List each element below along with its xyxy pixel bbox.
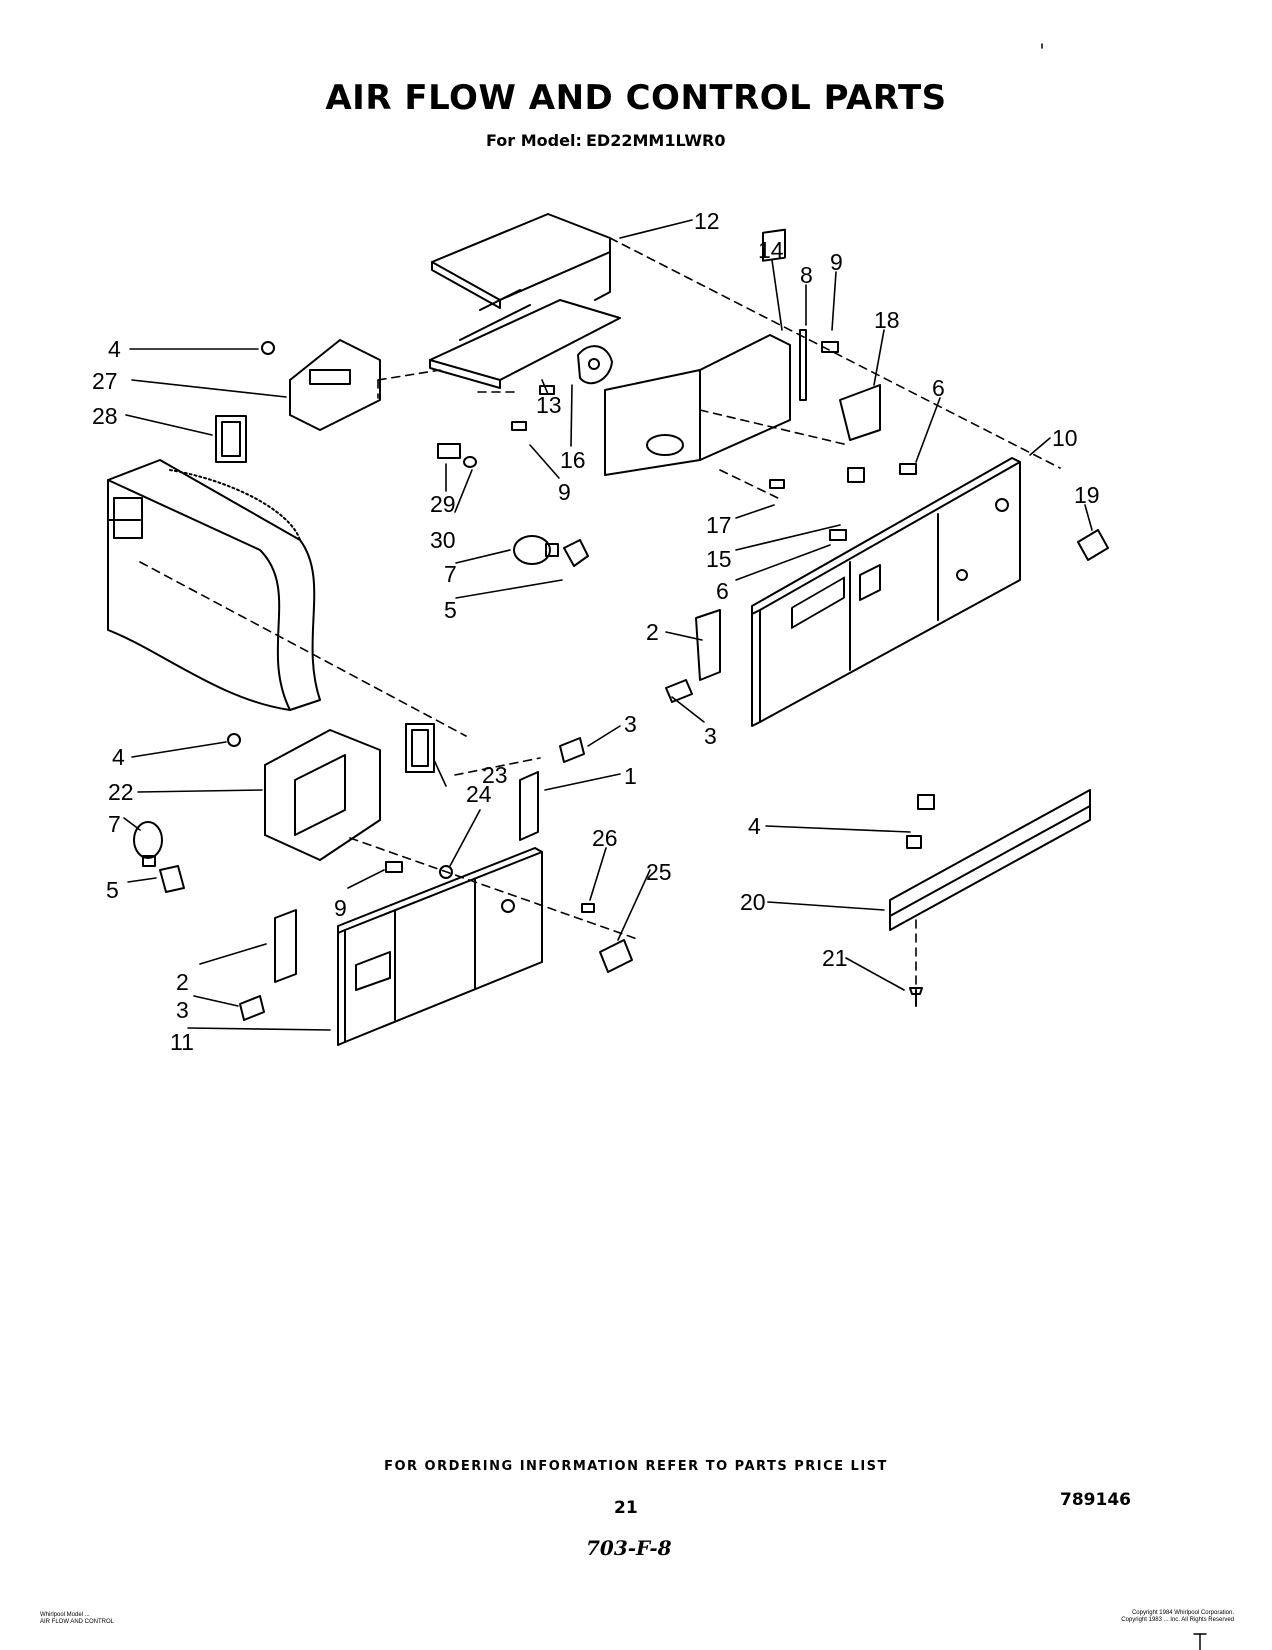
callout-4-upper: 4 (108, 336, 121, 362)
callout-20: 20 (740, 889, 766, 915)
callout-30: 30 (430, 527, 456, 553)
callout-10: 10 (1052, 425, 1078, 451)
footer-left-line-1: Whirlpool Model ... (40, 1612, 90, 1618)
callout-6-lower: 6 (716, 578, 729, 604)
callout-4-left: 4 (112, 744, 125, 770)
callout-15: 15 (706, 546, 732, 572)
small-hardware (227, 329, 1109, 1021)
bulb-lower (133, 821, 185, 893)
footer-copyright: Copyright 1984 Whirlpool Corporation. Co… (1024, 1610, 1234, 1624)
callout-3-right: 3 (704, 723, 717, 749)
callout-6-upper: 6 (932, 375, 945, 401)
callout-2-lower: 2 (176, 969, 189, 995)
page-title: AIR FLOW AND CONTROL PARTS (325, 78, 947, 118)
callout-9-lower: 9 (334, 895, 347, 921)
air-duct-cover (429, 213, 621, 389)
callout-19: 19 (1074, 482, 1100, 508)
callout-13: 13 (536, 392, 562, 418)
callout-9-upper: 9 (830, 249, 843, 275)
callout-26: 26 (592, 825, 618, 851)
callout-2-upper: 2 (646, 619, 659, 645)
assembly-guide-lines (139, 237, 1061, 986)
cabinet-liner-section (107, 459, 321, 711)
control-panel-upper (751, 457, 1021, 727)
callout-3-lower: 3 (176, 997, 189, 1023)
light-housing-upper (289, 339, 381, 431)
scan-marks (1041, 43, 1207, 1650)
gasket-23 (405, 723, 435, 773)
footer-right-line-2: Copyright 1983 ... Inc. All Rights Reser… (1121, 1617, 1234, 1623)
callout-23: 23 (482, 762, 508, 788)
callout-12: 12 (694, 208, 720, 234)
bulb-upper (513, 535, 589, 567)
ordering-note: FOR ORDERING INFORMATION REFER TO PARTS … (384, 1459, 888, 1474)
handwritten-note: 703-F-8 (586, 1536, 672, 1560)
model-number: ED22MM1LWR0 (586, 131, 726, 150)
callout-18: 18 (874, 307, 900, 333)
footer-right-line-1: Copyright 1984 Whirlpool Corporation. (1131, 1610, 1234, 1616)
callout-3-middle: 3 (624, 711, 637, 737)
model-label: For Model: (486, 131, 582, 150)
damper-housing (577, 228, 791, 476)
callout-7-lower: 7 (108, 811, 121, 837)
callout-5-lower: 5 (106, 877, 119, 903)
callout-28: 28 (92, 403, 118, 429)
footer-left-credit: Whirlpool Model ... AIR FLOW AND CONTROL (40, 1612, 200, 1626)
callout-1: 1 (624, 763, 637, 789)
light-housing-lower (264, 729, 381, 861)
callout-25: 25 (646, 859, 672, 885)
footer-left-line-2: AIR FLOW AND CONTROL (40, 1619, 115, 1625)
document-number: 789146 (1060, 1490, 1131, 1510)
callout-24: 24 (466, 781, 492, 807)
callout-leaders (123, 219, 1093, 1031)
callout-4-right: 4 (748, 813, 761, 839)
callout-17: 17 (706, 512, 732, 538)
callout-27: 27 (92, 368, 118, 394)
control-panel-lower (337, 847, 543, 1046)
mounting-rail (889, 789, 1091, 1007)
callout-7-upper: 7 (444, 561, 457, 587)
callout-21: 21 (822, 945, 848, 971)
callout-22: 22 (108, 779, 134, 805)
callout-16: 16 (560, 447, 586, 473)
page-number: 21 (614, 1498, 638, 1518)
callout-8: 8 (800, 262, 813, 288)
callout-9-middle: 9 (558, 479, 571, 505)
callout-5-upper: 5 (444, 597, 457, 623)
callout-14: 14 (758, 237, 784, 263)
callout-29: 29 (430, 491, 456, 517)
callout-11: 11 (170, 1029, 194, 1055)
gasket-28 (215, 415, 247, 463)
